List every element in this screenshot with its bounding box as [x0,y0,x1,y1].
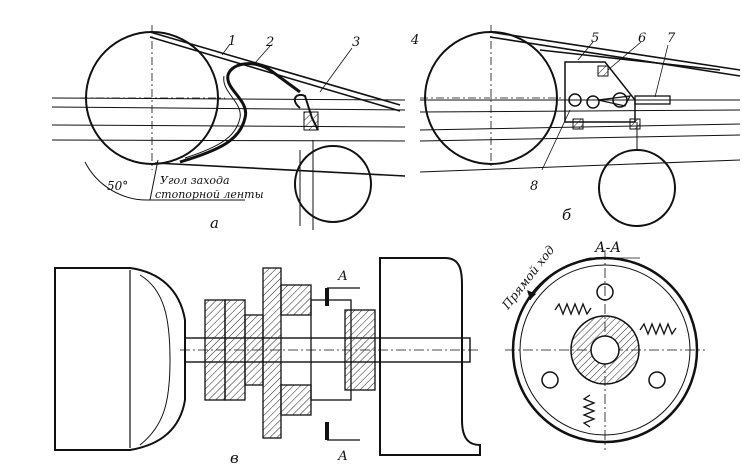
view-v-section-top: А [337,269,348,284]
view-a-part-3: 3 [352,35,360,50]
view-v-frame-plate [379,257,481,456]
view-a-clip [293,94,319,131]
section-ratchet-gear [570,315,640,385]
section-pin-left [541,371,559,389]
view-a-angle-arc [84,161,151,201]
view-b-bracket [564,61,671,130]
view-a-note-line2: стопорной ленты [155,188,264,201]
view-b-part-6: 6 [638,31,646,46]
view-a-belt [149,31,406,177]
view-b-part-8: 8 [530,179,538,194]
view-b-frame-rails [419,99,741,173]
view-v: А А в [54,257,481,467]
view-b-part-7: 7 [667,31,676,46]
view-b-leaders [541,41,669,171]
view-a-stop-band [179,62,301,164]
view-b-belt [489,31,741,77]
view-b-part-5: 5 [591,31,599,46]
view-b: 4 5 6 7 8 б [410,25,741,227]
view-a-angle-label: 50° [107,179,128,193]
view-v-letter: в [230,449,239,467]
view-a-part-1: 1 [228,34,236,49]
view-a-small-pulley [294,145,372,223]
section-spring-upper-left [554,302,592,316]
view-a-part-2: 2 [265,35,274,50]
view-a-leaders [221,43,353,93]
section-pin-right [648,371,666,389]
section-title: А-А [594,240,621,256]
view-section-aa: Прямой ход А-А [499,240,705,450]
view-v-section-bottom: А [337,449,348,464]
view-v-clutch-half-right [262,267,376,439]
view-b-small-pulley [598,149,676,227]
view-b-part-4: 4 [410,33,419,48]
view-a: 1 2 3 50° Угол захода стопорной ленты а [51,25,406,232]
section-spring-right [639,322,677,336]
view-a-note-line1: Угол захода [160,174,230,187]
view-a-letter: а [210,214,219,232]
view-b-letter: б [562,206,572,224]
section-spring-bottom [582,394,596,428]
view-v-section-marks [325,287,360,441]
view-a-frame-rails [51,97,406,142]
view-v-motor-housing [54,267,186,451]
section-pin-top [596,283,614,301]
view-v-clutch-half-left [204,299,264,401]
